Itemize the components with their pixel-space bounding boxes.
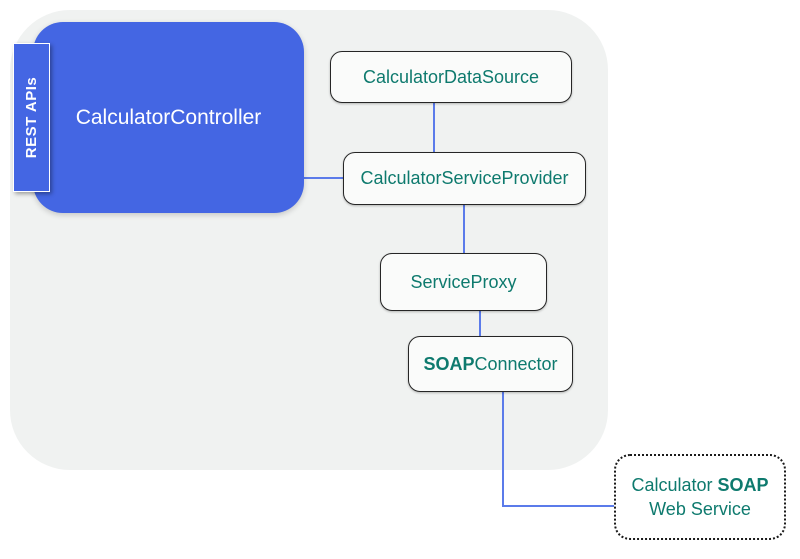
web-service-label-line1-normal: Calculator bbox=[631, 474, 718, 495]
web-service-label-line1-bold: SOAP bbox=[717, 474, 769, 495]
connector-datasource-serviceprovider bbox=[433, 103, 435, 153]
node-calculator-soap-web-service: Calculator SOAP Web Service bbox=[614, 454, 786, 540]
node-serviceproxy: ServiceProxy bbox=[380, 253, 547, 311]
node-soapconnector: SOAPConnector bbox=[408, 336, 573, 392]
node-soapconnector-label-bold: SOAP bbox=[423, 353, 475, 374]
web-service-label-line2: Web Service bbox=[649, 499, 751, 519]
node-soapconnector-label: SOAPConnector bbox=[423, 354, 557, 375]
node-serviceproxy-label: ServiceProxy bbox=[410, 271, 517, 292]
connector-soapconnector-webservice-vertical bbox=[502, 392, 504, 507]
node-calculator-controller-label: CalculatorController bbox=[75, 105, 262, 129]
node-soapconnector-label-normal: Connector bbox=[474, 353, 558, 374]
node-calculator-controller: CalculatorController bbox=[33, 22, 304, 213]
connector-soapconnector-webservice-horizontal bbox=[502, 505, 615, 507]
rest-apis-label: REST APIs bbox=[23, 76, 40, 159]
node-calculator-datasource-label: CalculatorDataSource bbox=[362, 66, 540, 87]
node-calculator-soap-web-service-label: Calculator SOAP Web Service bbox=[631, 473, 768, 522]
connector-controller-serviceprovider bbox=[304, 177, 343, 179]
node-calculator-serviceprovider-label: CalculatorServiceProvider bbox=[360, 168, 569, 188]
connector-serviceprovider-serviceproxy bbox=[463, 205, 465, 254]
node-calculator-serviceprovider: CalculatorServiceProvider bbox=[343, 152, 586, 205]
node-calculator-datasource: CalculatorDataSource bbox=[330, 51, 572, 103]
connector-serviceproxy-soapconnector bbox=[479, 311, 481, 337]
rest-apis-badge: REST APIs bbox=[13, 43, 50, 192]
